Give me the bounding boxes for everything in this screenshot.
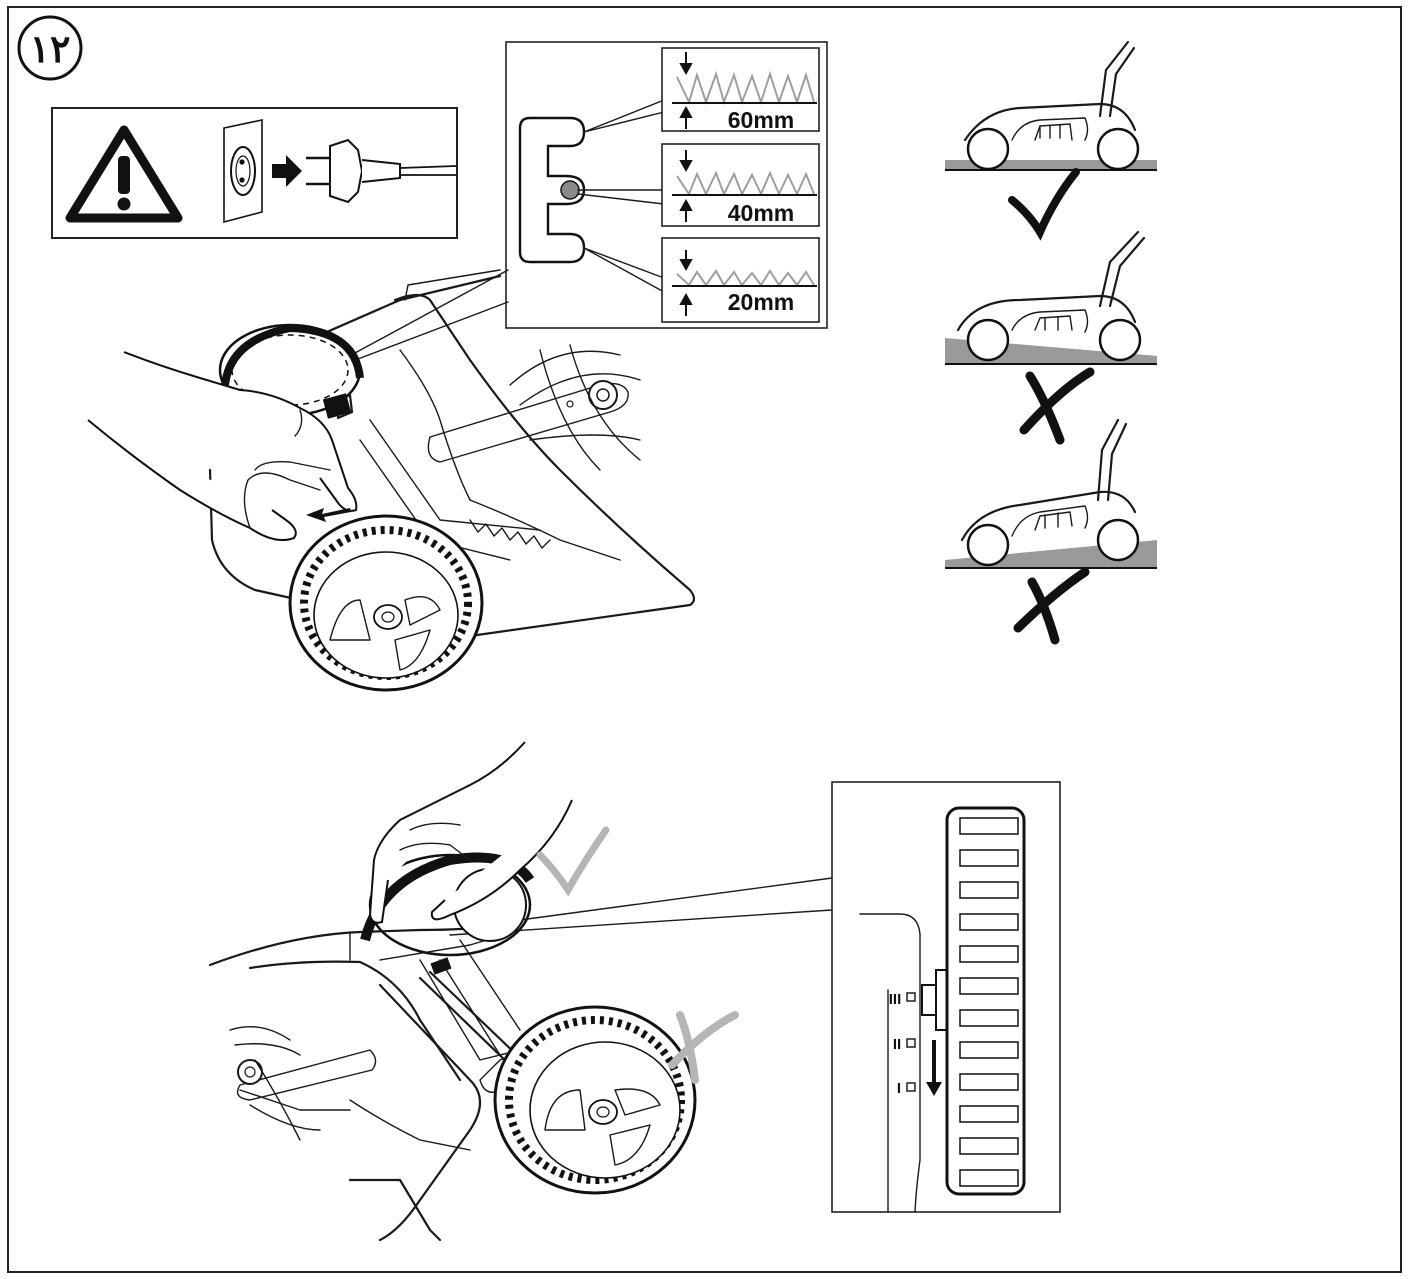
checking-hand (368, 741, 573, 924)
correct-hint-check-icon (536, 826, 610, 897)
warning-triangle-icon (65, 125, 183, 223)
check-mark-icon (1008, 168, 1080, 241)
position-marker-3 (906, 992, 916, 1002)
step-number: ١٢ (30, 29, 71, 71)
adjusting-hand (87, 351, 358, 541)
mower-wheel-check-illustration (208, 741, 833, 1242)
position-marker-1 (906, 1082, 916, 1092)
level-check-correct (945, 40, 1157, 241)
cross-mark-icon (1013, 567, 1090, 645)
position-label-1: I (897, 1080, 901, 1097)
up-arrow-icon (679, 292, 693, 316)
unplug-arrow-icon (272, 155, 302, 187)
wrong-hint-cross-icon (668, 1011, 739, 1084)
tire-tread (959, 817, 1019, 1187)
level-check-wrong-rear-low (945, 418, 1157, 645)
down-arrow-icon (679, 52, 693, 76)
selected-position-knob (560, 180, 580, 200)
down-arrow-icon (926, 1040, 942, 1096)
height-lever-bracket (518, 116, 586, 264)
position-label-2: II (893, 1036, 901, 1053)
position-label-3: III (889, 991, 902, 1008)
down-arrow-icon (679, 150, 693, 173)
height-option-20mm: 20mm (661, 237, 820, 323)
height-label-20mm: 20mm (728, 289, 794, 315)
wheel-position-detail: III II I (831, 781, 1061, 1213)
leader-lines (577, 99, 665, 293)
up-arrow-icon (679, 105, 693, 129)
height-option-40mm: 40mm (661, 143, 820, 227)
page-frame (7, 6, 1402, 1273)
unplug-warning-box (51, 107, 458, 239)
height-label-60mm: 60mm (728, 107, 794, 133)
down-arrow-icon (679, 250, 693, 272)
height-option-60mm: 60mm (661, 47, 820, 133)
cutting-height-panel: 60mm 40mm 20mm (505, 41, 828, 329)
wall-socket-icon (223, 119, 263, 224)
adjust-direction-arrow (306, 508, 351, 522)
up-arrow-icon (679, 198, 693, 222)
position-marker-2 (906, 1038, 916, 1048)
front-wheel (288, 514, 484, 692)
level-check-wrong-front-low (945, 230, 1157, 445)
height-label-40mm: 40mm (728, 200, 794, 226)
mower-height-adjust-illustration (87, 269, 696, 692)
step-badge: ١٢ (17, 15, 83, 81)
cross-mark-icon (1019, 367, 1095, 445)
power-plug-icon (306, 138, 457, 204)
front-wheel (493, 1005, 697, 1195)
